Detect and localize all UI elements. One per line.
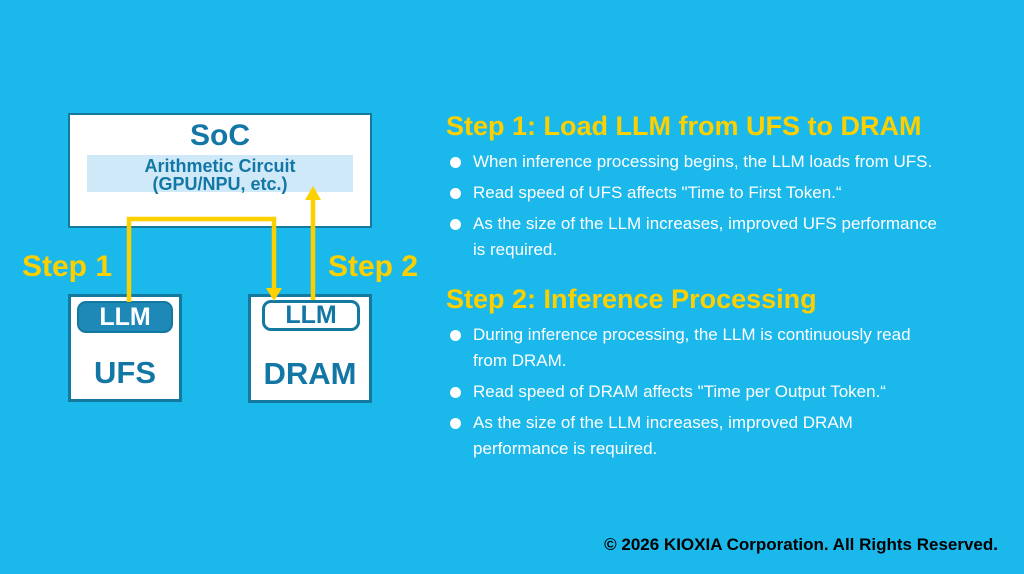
bullet-text-line: When inference processing begins, the LL… xyxy=(473,152,933,171)
bullet-item: Read speed of UFS affects "Time to First… xyxy=(446,180,1016,206)
llm-chip-ufs: LLM xyxy=(77,301,173,333)
bullet-text: When inference processing begins, the LL… xyxy=(473,149,932,175)
dram-label: DRAM xyxy=(263,356,357,391)
soc-box: SoC Arithmetic Circuit (GPU/NPU, etc.) xyxy=(68,113,372,228)
bullet-item: During inference processing, the LLM is … xyxy=(446,322,1016,374)
soc-title: SoC xyxy=(190,119,250,152)
bullet-text: As the size of the LLM increases, improv… xyxy=(473,410,853,462)
bullet-text-line: As the size of the LLM increases, improv… xyxy=(473,413,853,432)
bullet-item: As the size of the LLM increases, improv… xyxy=(446,410,1016,462)
bullet-text-line: During inference processing, the LLM is … xyxy=(473,325,911,344)
step1-arrow-line xyxy=(126,216,277,302)
bullet-text-line: performance is required. xyxy=(473,439,658,458)
copyright-notice: © 2026 KIOXIA Corporation. All Rights Re… xyxy=(604,535,998,554)
diagram-step2-label: Step 2 xyxy=(328,250,419,283)
bullet-text: Read speed of UFS affects "Time to First… xyxy=(473,180,842,206)
ufs-box: LLM UFS xyxy=(68,294,182,402)
bullet-text-line: is required. xyxy=(473,240,558,259)
ufs-label: UFS xyxy=(94,355,156,390)
bullet-text: Read speed of DRAM affects "Time per Out… xyxy=(473,379,886,405)
arithmetic-circuit-line1: Arithmetic Circuit xyxy=(144,156,296,176)
bullet-dot-icon xyxy=(450,387,461,398)
arithmetic-circuit-line2: (GPU/NPU, etc.) xyxy=(152,174,288,194)
step2-bullet-list: During inference processing, the LLM is … xyxy=(446,315,1016,462)
bullet-dot-icon xyxy=(450,188,461,199)
step1-bullet-list: When inference processing begins, the LL… xyxy=(446,142,1016,263)
bullet-text: As the size of the LLM increases, improv… xyxy=(473,211,937,263)
bullet-text: During inference processing, the LLM is … xyxy=(473,322,911,374)
step1-section: Step 1: Load LLM from UFS to DRAM When i… xyxy=(446,110,1016,268)
bullet-dot-icon xyxy=(450,219,461,230)
bullet-dot-icon xyxy=(450,157,461,168)
step1-heading: Step 1: Load LLM from UFS to DRAM xyxy=(446,111,922,141)
dram-box: LLM DRAM xyxy=(248,294,372,403)
bullet-text-line: Read speed of UFS affects "Time to First… xyxy=(473,183,842,202)
bullet-item: When inference processing begins, the LL… xyxy=(446,149,1016,175)
step2-section: Step 2: Inference Processing During infe… xyxy=(446,283,1016,467)
bullet-item: As the size of the LLM increases, improv… xyxy=(446,211,1016,263)
arithmetic-circuit-band: Arithmetic Circuit (GPU/NPU, etc.) xyxy=(87,155,353,194)
bullet-text-line: from DRAM. xyxy=(473,351,567,370)
bullet-text-line: As the size of the LLM increases, improv… xyxy=(473,214,937,233)
bullet-text-line: Read speed of DRAM affects "Time per Out… xyxy=(473,382,886,401)
llm-chip-dram: LLM xyxy=(262,300,360,331)
bullet-dot-icon xyxy=(450,330,461,341)
bullet-dot-icon xyxy=(450,418,461,429)
bullet-item: Read speed of DRAM affects "Time per Out… xyxy=(446,379,1016,405)
diagram-step1-label: Step 1 xyxy=(22,250,113,283)
step2-heading: Step 2: Inference Processing xyxy=(446,284,817,314)
